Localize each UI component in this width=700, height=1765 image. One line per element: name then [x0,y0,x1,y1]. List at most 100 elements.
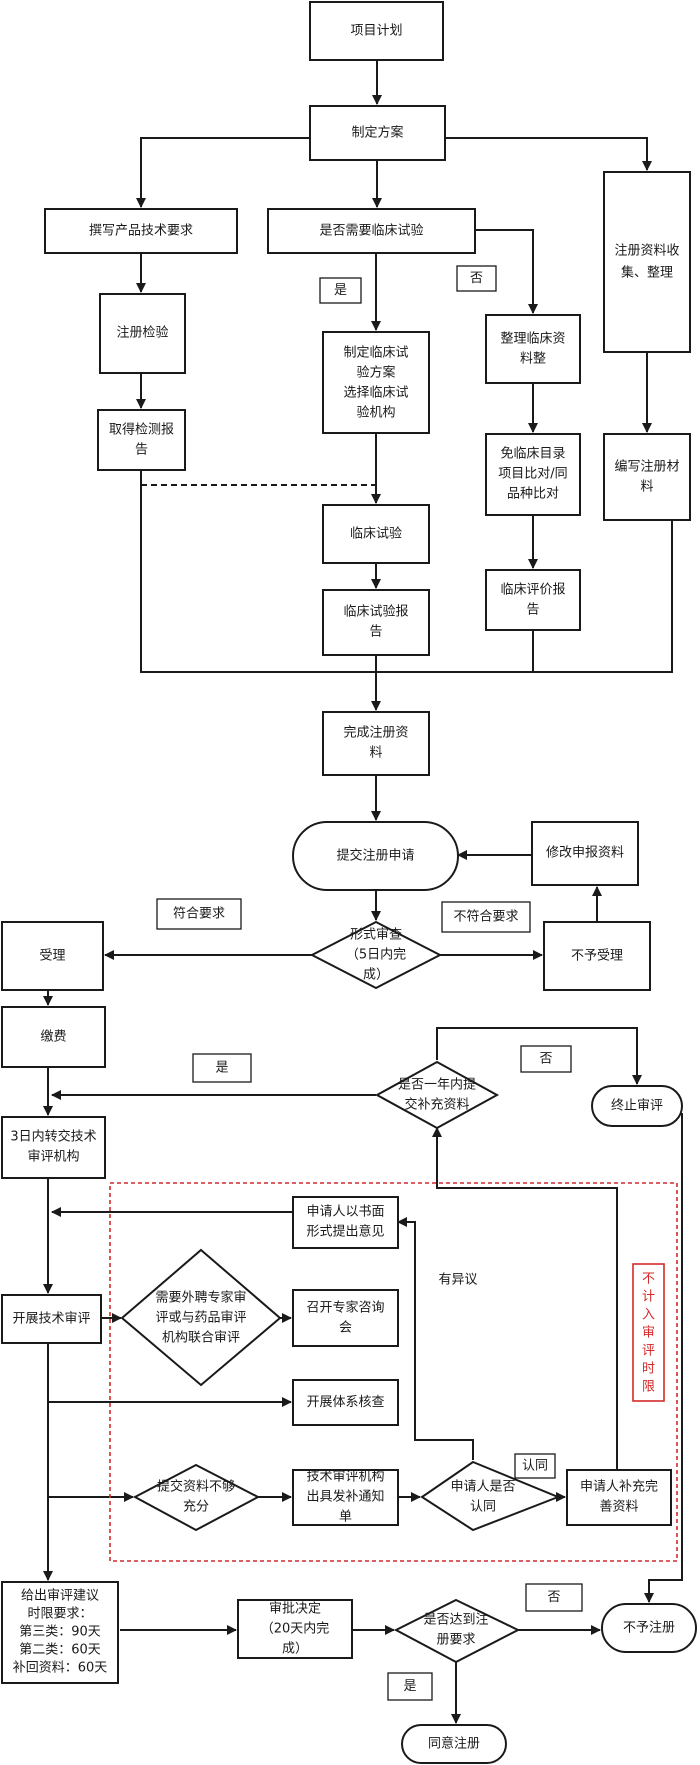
svg-text:审评机构: 审评机构 [27,1150,79,1165]
svg-text:第三类：90天: 第三类：90天 [19,1625,101,1640]
svg-text:评或与药品审评: 评或与药品审评 [155,1311,246,1326]
label-no-final: 否 [525,1583,583,1612]
svg-text:善资料: 善资料 [599,1499,638,1515]
svg-text:符合要求: 符合要求 [173,906,225,922]
node-review-advice: 给出审评建议 时限要求： 第三类：90天 第二类：60天 补回资料：60天 [1,1581,119,1684]
node-submit-application: 提交注册申请 [292,821,459,891]
svg-text:集、整理: 集、整理 [621,265,673,281]
svg-text:时限要求：: 时限要求： [27,1607,92,1622]
svg-text:有异议: 有异议 [438,1273,477,1288]
svg-text:品种比对: 品种比对 [507,487,559,502]
svg-text:成）: 成） [282,1642,308,1657]
node-insufficient-materials: 提交资料不够 充分 [132,1463,261,1532]
svg-text:开展体系核查: 开展体系核查 [306,1395,384,1410]
svg-text:料: 料 [640,480,653,495]
svg-text:单: 单 [339,1510,352,1525]
node-clinical-plan: 制定临床试 验方案 选择临床试 验机构 [322,331,430,434]
svg-text:料: 料 [369,746,382,761]
svg-text:编写注册材: 编写注册材 [614,460,679,475]
svg-text:验方案: 验方案 [356,365,395,381]
svg-text:是: 是 [334,283,347,298]
svg-text:告: 告 [369,625,382,640]
svg-text:完成注册资: 完成注册资 [343,726,408,741]
node-pay-fee: 缴费 [1,1006,106,1068]
node-complete-materials: 完成注册资 料 [322,711,430,776]
node-modify-materials: 修改申报资料 [531,821,639,886]
svg-text:补回资料：60天: 补回资料：60天 [13,1661,108,1676]
node-supplement-notice: 技术审评机构 出具发补通知 单 [292,1469,399,1526]
node-applicant-supplement: 申请人补充完 善资料 [566,1469,672,1526]
node-registration-test: 注册检验 [99,293,186,374]
svg-text:告: 告 [526,603,539,618]
svg-text:不: 不 [642,1272,655,1287]
node-technical-review: 开展技术审评 [1,1294,102,1344]
svg-text:3日内转交技术: 3日内转交技术 [10,1129,96,1145]
svg-text:不符合要求: 不符合要求 [453,909,518,925]
svg-text:形式审查: 形式审查 [350,928,402,943]
review-time-boundary [109,1182,678,1562]
node-exempt-compare: 免临床目录 项目比对/同 品种比对 [485,433,581,516]
node-plan: 项目计划 [309,1,444,61]
svg-text:修改申报资料: 修改申报资料 [546,846,624,861]
node-clinical-evaluation: 临床评价报 告 [485,569,581,631]
label-no-clinical: 否 [456,265,497,292]
svg-text:召开专家咨询: 召开专家咨询 [306,1300,384,1316]
svg-text:同意注册: 同意注册 [428,1736,480,1752]
svg-text:不予受理: 不予受理 [571,949,623,964]
svg-text:成）: 成） [363,968,389,983]
node-terminate-review: 终止审评 [591,1085,683,1127]
svg-text:料整: 料整 [520,352,546,367]
svg-text:不予注册: 不予注册 [623,1621,675,1636]
node-expert-review-need: 需要外聘专家审 评或与药品审评 机构联合审评 [120,1248,282,1387]
node-applicant-agree: 申请人是否 认同 [420,1460,561,1532]
svg-text:申请人是否: 申请人是否 [450,1480,515,1495]
node-deny-registration: 不予注册 [601,1603,697,1653]
svg-text:是否一年内提: 是否一年内提 [398,1077,476,1093]
svg-text:否: 否 [547,1590,560,1605]
svg-text:给出审评建议: 给出审评建议 [21,1589,99,1604]
label-agree: 认同 [514,1453,556,1479]
node-expert-meeting: 召开专家咨询 会 [292,1289,399,1347]
svg-text:是否需要临床试验: 是否需要临床试验 [319,223,423,239]
svg-text:技术审评机构: 技术审评机构 [306,1470,384,1485]
label-yes-clinical: 是 [319,277,362,304]
node-get-report: 取得检测报 告 [97,409,186,471]
svg-text:形式提出意见: 形式提出意见 [306,1224,384,1240]
svg-text:审批决定: 审批决定 [269,1602,321,1617]
svg-text:认同: 认同 [522,1459,548,1474]
node-write-materials: 编写注册材 料 [603,433,691,521]
node-system-check: 开展体系核查 [292,1379,399,1426]
svg-text:计: 计 [642,1290,655,1305]
svg-text:认同: 认同 [470,1500,496,1515]
svg-text:提交注册申请: 提交注册申请 [336,848,414,864]
svg-text:临床评价报: 临床评价报 [500,583,565,598]
svg-text:免临床目录: 免临床目录 [500,447,565,462]
node-approval-decision: 审批决定 （20天内完 成） [237,1599,353,1659]
svg-text:整理临床资: 整理临床资 [500,332,565,347]
label-objection: 有异议 [438,1273,477,1288]
svg-text:（20天内完: （20天内完 [261,1621,330,1637]
svg-text:第二类：60天: 第二类：60天 [19,1643,101,1658]
label-conform: 符合要求 [156,898,242,930]
svg-text:选择临床试: 选择临床试 [343,386,408,401]
svg-text:项目比对/同: 项目比对/同 [498,467,567,482]
note-not-counted-in-review-time: 不 计 入 审 评 时 限 [632,1263,665,1402]
node-reject-acceptance: 不予受理 [543,921,651,991]
svg-text:册要求: 册要求 [436,1633,475,1648]
svg-text:出具发补通知: 出具发补通知 [306,1489,384,1505]
svg-text:制定临床试: 制定临床试 [343,346,408,361]
node-meets-requirements: 是否达到注 册要求 [393,1598,521,1664]
svg-text:限: 限 [642,1380,655,1395]
svg-text:会: 会 [339,1321,352,1336]
svg-text:需要外聘专家审: 需要外聘专家审 [155,1290,246,1306]
svg-text:是: 是 [215,1061,228,1076]
node-grant-registration: 同意注册 [401,1724,507,1764]
svg-text:时: 时 [642,1362,655,1377]
node-clinical-report: 临床试验报 告 [322,589,430,656]
svg-text:否: 否 [539,1052,552,1067]
svg-text:交补充资料: 交补充资料 [404,1097,469,1113]
svg-text:是: 是 [403,1679,416,1694]
node-need-clinical: 是否需要临床试验 [267,208,476,254]
svg-text:临床试验: 临床试验 [350,526,402,542]
